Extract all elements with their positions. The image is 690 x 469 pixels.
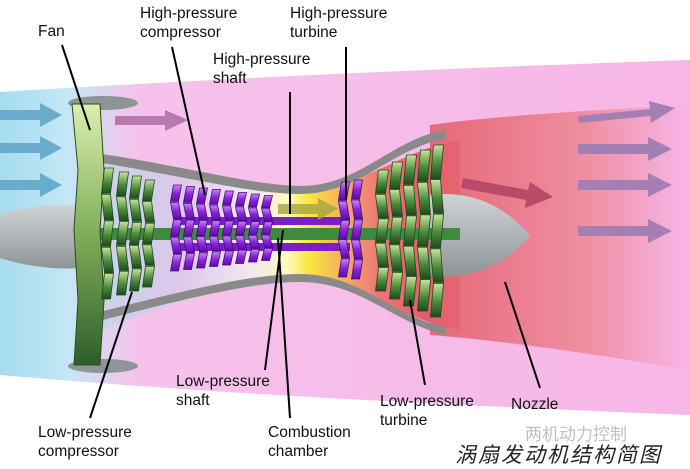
hp-compressor-blade: [247, 193, 261, 263]
high-pressure-turbine: [338, 179, 363, 280]
low-pressure-shaft: [85, 228, 460, 240]
lp-turbine-blade: [389, 161, 403, 300]
leader-lp-compressor: [89, 291, 133, 419]
label-high-pressure-shaft: High-pressure shaft: [213, 51, 311, 87]
leader-combustion: [277, 237, 291, 419]
leader-lp-turbine: [409, 299, 426, 386]
lower-inner-casing: [95, 274, 445, 335]
lp-compressor-blade: [129, 175, 142, 292]
hp-compressor-blade: [170, 184, 182, 272]
label-fan: Fan: [38, 23, 65, 40]
lp-turbine-blade: [375, 169, 389, 292]
high-pressure-compressor: [170, 184, 274, 272]
lp-compressor-blade: [101, 167, 114, 300]
low-pressure-compressor: [101, 167, 155, 300]
figure-caption: 涡扇发动机结构简图: [455, 443, 662, 467]
exhaust-plume: [430, 105, 690, 370]
lp-compressor-blade: [116, 171, 129, 296]
label-low-pressure-turbine: Low-pressure turbine: [380, 393, 474, 429]
exhaust-cone: [430, 194, 530, 277]
inlet-arrow-1: [0, 103, 62, 127]
label-high-pressure-turbine: High-pressure turbine: [290, 5, 388, 41]
exhaust-arrow-2: [578, 137, 672, 161]
label-low-pressure-compressor: Low-pressure compressor: [38, 424, 132, 460]
lp-compressor-blade: [142, 179, 155, 288]
lp-turbine-blade: [403, 154, 417, 307]
lp-turbine-blade: [417, 149, 431, 312]
bypass-arrow: [115, 110, 188, 131]
exhaust-arrow-4: [578, 219, 672, 243]
hp-compressor-blade: [222, 190, 234, 266]
hp-compressor-blade: [260, 195, 274, 261]
upper-inner-casing: [95, 130, 445, 194]
lp-turbine-blade: [430, 144, 444, 318]
high-pressure-shaft: [175, 217, 350, 225]
inlet-spinner: [0, 204, 78, 269]
hp-turbine-blade: [351, 179, 363, 280]
low-pressure-turbine: [375, 144, 444, 318]
hp-compressor-blade: [235, 192, 247, 264]
exhaust-arrow-1: [578, 101, 675, 123]
leader-fan: [61, 44, 91, 131]
exhaust-arrow-center: [461, 178, 553, 208]
label-nozzle: Nozzle: [511, 396, 559, 413]
hp-compressor-blade: [183, 186, 195, 270]
leader-nozzle: [504, 281, 541, 389]
leader-lines: [61, 44, 541, 419]
leader-hp-compressor: [171, 46, 206, 196]
hot-core-arrow: [278, 198, 338, 220]
airflow-arrows: [0, 101, 675, 243]
inlet-arrow-3: [0, 173, 62, 197]
exhaust-arrow-3: [578, 173, 672, 197]
label-high-pressure-compressor: High-pressure compressor: [140, 5, 238, 41]
label-combustion-chamber: Combustion chamber: [268, 424, 351, 460]
fan-blade: [71, 103, 105, 366]
high-pressure-shaft-lower: [175, 243, 350, 251]
inlet-arrow-2: [0, 136, 62, 160]
hp-compressor-blade: [209, 189, 221, 267]
label-low-pressure-shaft: Low-pressure shaft: [176, 373, 270, 409]
source-watermark: 两机动力控制: [525, 425, 627, 445]
